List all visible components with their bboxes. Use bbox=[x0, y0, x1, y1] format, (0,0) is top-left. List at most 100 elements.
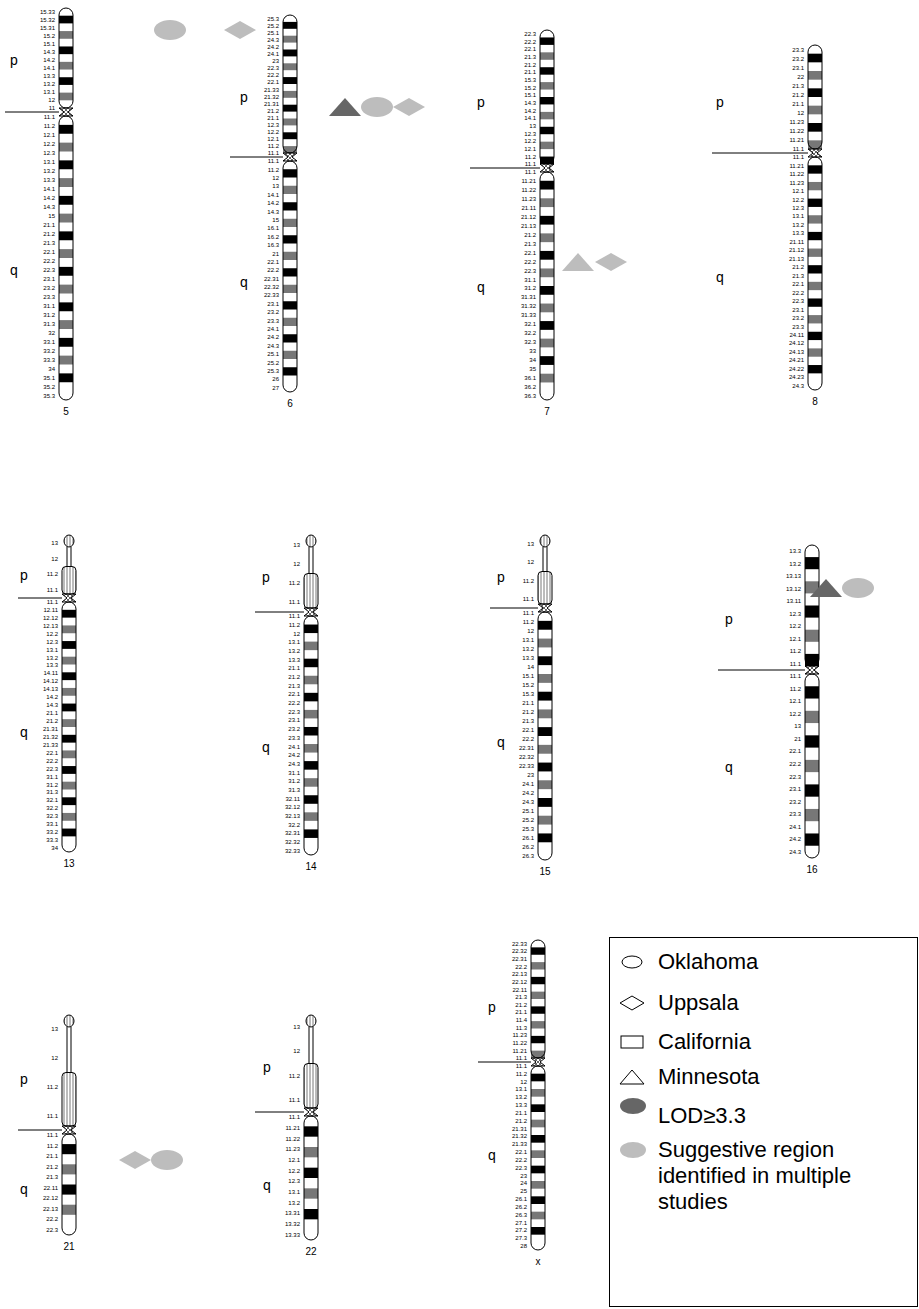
band-label: 21.1 bbox=[45, 710, 59, 716]
band-label: 21.31 bbox=[42, 726, 59, 732]
band-label: 11.2 bbox=[288, 622, 301, 628]
band-label: 25.3 bbox=[266, 16, 280, 22]
g-band bbox=[538, 621, 552, 630]
oklahoma-marker bbox=[361, 97, 393, 117]
band-label: 24.22 bbox=[788, 366, 805, 372]
centromere bbox=[808, 149, 822, 157]
minnesota-marker bbox=[562, 253, 594, 271]
g-band bbox=[808, 88, 822, 97]
g-band bbox=[304, 727, 318, 736]
band-label: 12.2 bbox=[788, 711, 802, 717]
g-band bbox=[808, 232, 822, 240]
band-label: 12.13 bbox=[42, 623, 59, 629]
band-label: 11.2 bbox=[522, 619, 535, 625]
legend-swatch bbox=[620, 1142, 646, 1158]
band-label: 14.1 bbox=[523, 115, 537, 121]
band-label: 22.3 bbox=[266, 65, 280, 71]
band-label: 22.2 bbox=[523, 39, 537, 45]
g-band bbox=[538, 798, 552, 807]
band-label: 22.2 bbox=[266, 72, 280, 78]
band-label: 11.2 bbox=[267, 143, 280, 149]
g-band bbox=[59, 302, 73, 311]
band-label: 26.2 bbox=[514, 1204, 528, 1210]
band-label: 21.3 bbox=[791, 273, 805, 279]
band-label: 11.1 bbox=[515, 1055, 528, 1061]
band-label: 22.2 bbox=[45, 1216, 59, 1222]
band-label: 13 bbox=[292, 1024, 301, 1030]
g-band bbox=[62, 797, 76, 805]
band-label: 24.21 bbox=[788, 357, 805, 363]
g-band bbox=[808, 123, 822, 132]
arm-label: q bbox=[20, 1182, 28, 1196]
uppsala-marker bbox=[595, 253, 627, 271]
band-label: 32.3 bbox=[523, 339, 537, 345]
band-label: 31.1 bbox=[42, 303, 56, 309]
q-arm bbox=[540, 172, 554, 400]
chromosome-number: x bbox=[536, 1257, 541, 1267]
band-label: 11.1 bbox=[522, 596, 535, 602]
band-label: 12.2 bbox=[791, 197, 805, 203]
band-label: 21.1 bbox=[523, 69, 537, 75]
g-band bbox=[62, 672, 76, 680]
band-label: 13.2 bbox=[521, 646, 535, 652]
band-label: 27.2 bbox=[514, 1227, 528, 1233]
g-band bbox=[62, 688, 76, 696]
band-label: 35.1 bbox=[42, 375, 56, 381]
g-band bbox=[59, 356, 73, 365]
arm-label: p bbox=[263, 1060, 271, 1074]
band-label: 24.3 bbox=[521, 799, 535, 805]
band-label: 21.3 bbox=[514, 994, 528, 1000]
band-label: 32.11 bbox=[284, 796, 301, 802]
g-band bbox=[59, 320, 73, 329]
g-band bbox=[283, 268, 297, 276]
arm-label: p bbox=[240, 90, 248, 104]
band-label: 23 bbox=[526, 772, 535, 778]
g-band bbox=[283, 219, 297, 227]
stalk bbox=[313, 1027, 314, 1064]
g-band bbox=[531, 1104, 545, 1112]
p-arm bbox=[805, 545, 819, 666]
oklahoma-marker bbox=[154, 20, 186, 40]
band-label: 13 bbox=[292, 542, 301, 548]
band-label: 13.1 bbox=[42, 89, 56, 95]
g-band bbox=[62, 813, 76, 821]
band-label: 22.32 bbox=[263, 284, 280, 290]
band-label: 21.3 bbox=[523, 241, 537, 247]
p-arm bbox=[59, 8, 73, 108]
g-band bbox=[283, 146, 297, 153]
g-band bbox=[538, 674, 552, 683]
band-label: 14.2 bbox=[42, 195, 56, 201]
band-label: 11.22 bbox=[511, 1040, 528, 1046]
band-label: 21.2 bbox=[791, 264, 805, 270]
band-label: 15.32 bbox=[39, 17, 56, 23]
g-band bbox=[538, 816, 552, 825]
band-label: 23.2 bbox=[791, 56, 805, 62]
g-band bbox=[62, 610, 76, 618]
band-label: 11.2 bbox=[46, 571, 59, 577]
g-band bbox=[59, 214, 73, 223]
g-band bbox=[304, 642, 318, 651]
band-label: 25.3 bbox=[266, 368, 280, 374]
band-label: 13 bbox=[526, 541, 535, 547]
band-label: 14.1 bbox=[42, 186, 56, 192]
g-band bbox=[540, 37, 554, 44]
g-band bbox=[538, 780, 552, 789]
band-label: 13.2 bbox=[287, 648, 301, 654]
band-label: 11.2 bbox=[267, 167, 280, 173]
band-label: 22.2 bbox=[514, 1157, 528, 1163]
arm-label: p bbox=[477, 95, 485, 109]
g-band bbox=[304, 795, 318, 804]
band-label: 12 bbox=[292, 561, 301, 567]
band-label: 21.1 bbox=[266, 115, 280, 121]
band-label: 11.1 bbox=[267, 158, 280, 164]
g-band bbox=[540, 374, 554, 383]
band-label: 21.1 bbox=[514, 1110, 528, 1116]
band-label: 22.3 bbox=[287, 709, 301, 715]
band-label: 24.1 bbox=[521, 781, 535, 787]
band-label: 22.2 bbox=[788, 761, 802, 767]
band-label: 12 bbox=[50, 556, 59, 562]
g-band bbox=[59, 143, 73, 152]
band-label: 21.33 bbox=[511, 1141, 528, 1147]
centromere-line bbox=[470, 168, 540, 169]
band-label: 23.1 bbox=[266, 301, 280, 307]
